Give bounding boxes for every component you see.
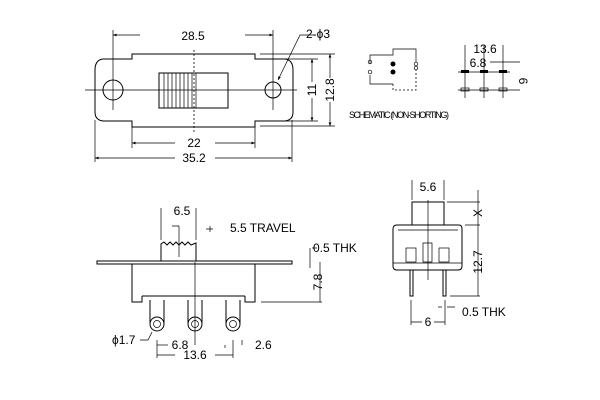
dim-actuator-front: 5.6 [420,180,437,194]
dim-terminal-pitch: 6.8 [172,338,189,352]
slider-window [158,72,229,109]
dim-actuator: 6.5 [174,204,191,218]
dim-overall-length: 35.2 [182,151,206,165]
dim-pin-span: 13.6 [473,42,497,56]
dim-pin-row: 6 [516,78,530,85]
dim-hole: ϕ1.7 [112,333,136,347]
dim-body-length: 22 [187,136,201,150]
plate-edge [96,260,293,265]
dim-height-front: 12.7 [471,250,485,274]
dim-hole-spacing: 28.5 [181,29,205,43]
dim-pin-spacing: 6 [425,315,432,329]
front-view: 5.6 X 12.7 0.5 THK 6 [392,180,506,329]
dim-pin-pitch: 6.8 [470,56,487,70]
side-view: 6.5 5.5 TRAVEL 0.5 THK 7.8 ϕ1.7 6.8 2.6 … [96,204,357,362]
dim-x: X [471,209,485,217]
body-outline [131,264,256,303]
dim-thickness: 0.5 THK [313,241,357,255]
dim-height-outer: 12.8 [323,78,337,102]
terminals [149,300,241,332]
dim-travel: 5.5 TRAVEL [230,221,296,235]
dim-height-inner: 11 [305,83,319,96]
dim-pin-width: 2.6 [255,338,272,352]
slider-knob-hatch [158,72,197,109]
dim-height: 7.8 [311,273,325,290]
dim-holes: 2-ϕ3 [306,27,330,41]
dim-terminal-span: 13.6 [183,348,207,362]
schematic-label: SCHEMATIC (NON-SHORTING) [349,110,449,120]
top-view: 28.5 2-ϕ3 22 35.2 11 12.8 [85,27,337,165]
body-front [392,224,463,271]
actuator [160,241,197,261]
dim-thickness-front: 0.5 THK [462,305,506,319]
schematic: SCHEMATIC (NON-SHORTING) [349,48,449,120]
pin-layout: 13.6 6.8 6 [458,42,530,98]
